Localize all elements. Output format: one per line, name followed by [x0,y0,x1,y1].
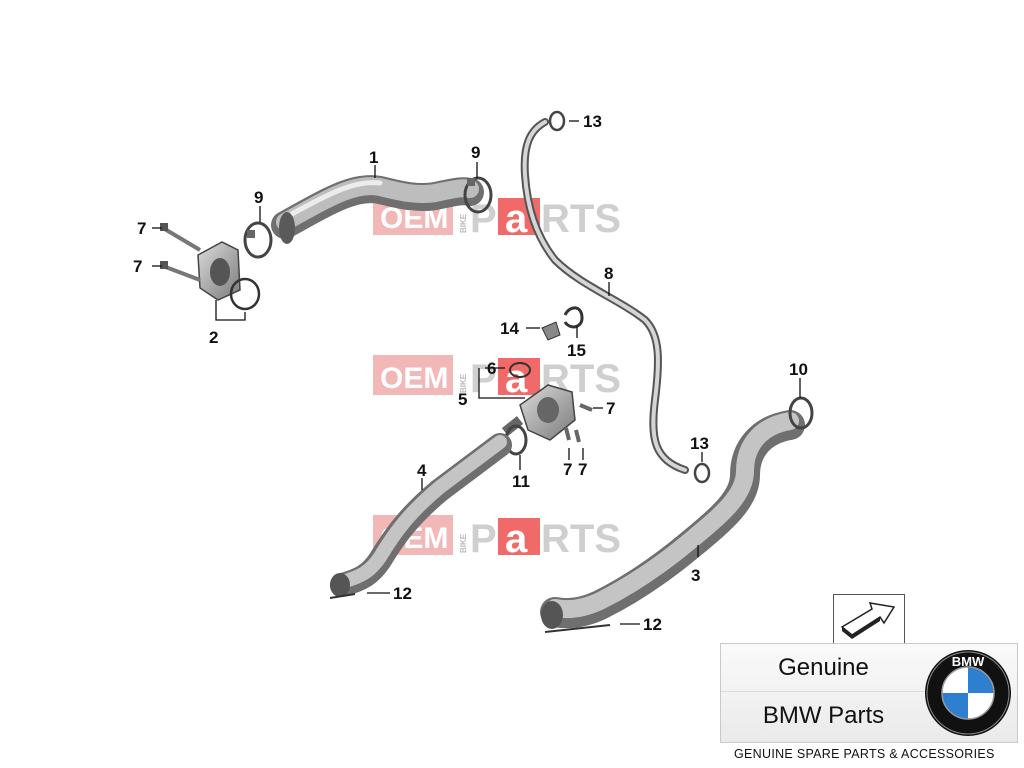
genuine-bmw-parts-badge: Genuine BMW Parts BMW [720,643,1018,743]
callout-1: 1 [369,148,378,167]
callout-9-b: 9 [254,188,263,207]
part-13-clamp-bottom [693,462,711,484]
part-15-clip [563,306,584,329]
svg-text:RTS: RTS [541,197,621,241]
callout-6: 6 [487,359,496,378]
leader-lines [152,120,801,625]
callout-14: 14 [500,319,519,338]
bmw-logo: BMW [925,650,1011,736]
callout-7-e: 7 [578,460,587,479]
callout-12-a: 12 [393,584,412,603]
watermark-middle: OEM BIKE P a RTS [373,355,621,401]
svg-text:BIKE: BIKE [459,213,468,233]
part-14-bracket [541,321,561,341]
part-9-clamp-left [243,221,273,259]
callout-4: 4 [417,461,427,480]
part-10-clamp [788,396,814,430]
part-8-pipe [520,118,689,474]
svg-text:OEM: OEM [380,362,448,395]
callout-15: 15 [567,341,586,360]
svg-text:P: P [470,357,497,401]
callout-7-c: 7 [606,399,615,418]
callout-13-a: 13 [583,112,602,131]
part-4-hose [329,433,512,599]
part-7-bolt-left-top [160,223,202,252]
callout-9-a: 9 [471,143,480,162]
callout-7-a: 7 [137,219,146,238]
callout-5: 5 [458,390,467,409]
callout-2: 2 [209,328,218,347]
callout-10: 10 [789,360,808,379]
callout-labels: 1 2 3 4 5 6 7 7 7 7 7 8 9 9 10 11 12 12 … [133,112,808,634]
svg-text:RTS: RTS [541,517,621,561]
svg-text:P: P [470,517,497,561]
badge-line-bmw-parts: BMW Parts [762,702,885,729]
bmw-logo-text: BMW [952,654,985,669]
part-7-bolt-left-bottom [160,261,201,282]
callout-7-d: 7 [563,460,572,479]
part-13-clamp-top [548,110,566,132]
callout-12-b: 12 [643,615,662,634]
callout-11: 11 [512,472,530,491]
part-3-hose [540,410,805,633]
part-2-flange [197,241,261,311]
callout-7-b: 7 [133,257,142,276]
part-6-o-ring [509,362,531,378]
badge-divider [721,691,926,692]
badge-line-genuine: Genuine [778,654,869,681]
direction-arrow-icon [840,602,896,639]
part-1-hose [271,175,484,244]
part-7-bolts-middle [564,403,593,443]
svg-text:BIKE: BIKE [459,533,468,553]
part-9-clamp-right [463,176,493,214]
badge-tagline: GENUINE SPARE PARTS & ACCESSORIES [734,747,995,761]
callout-13-b: 13 [690,434,709,453]
direction-arrow-box [833,594,905,644]
svg-text:a: a [505,197,528,241]
svg-text:a: a [505,517,528,561]
callout-3: 3 [691,566,700,585]
callout-8: 8 [604,264,613,283]
svg-text:BIKE: BIKE [459,373,468,393]
